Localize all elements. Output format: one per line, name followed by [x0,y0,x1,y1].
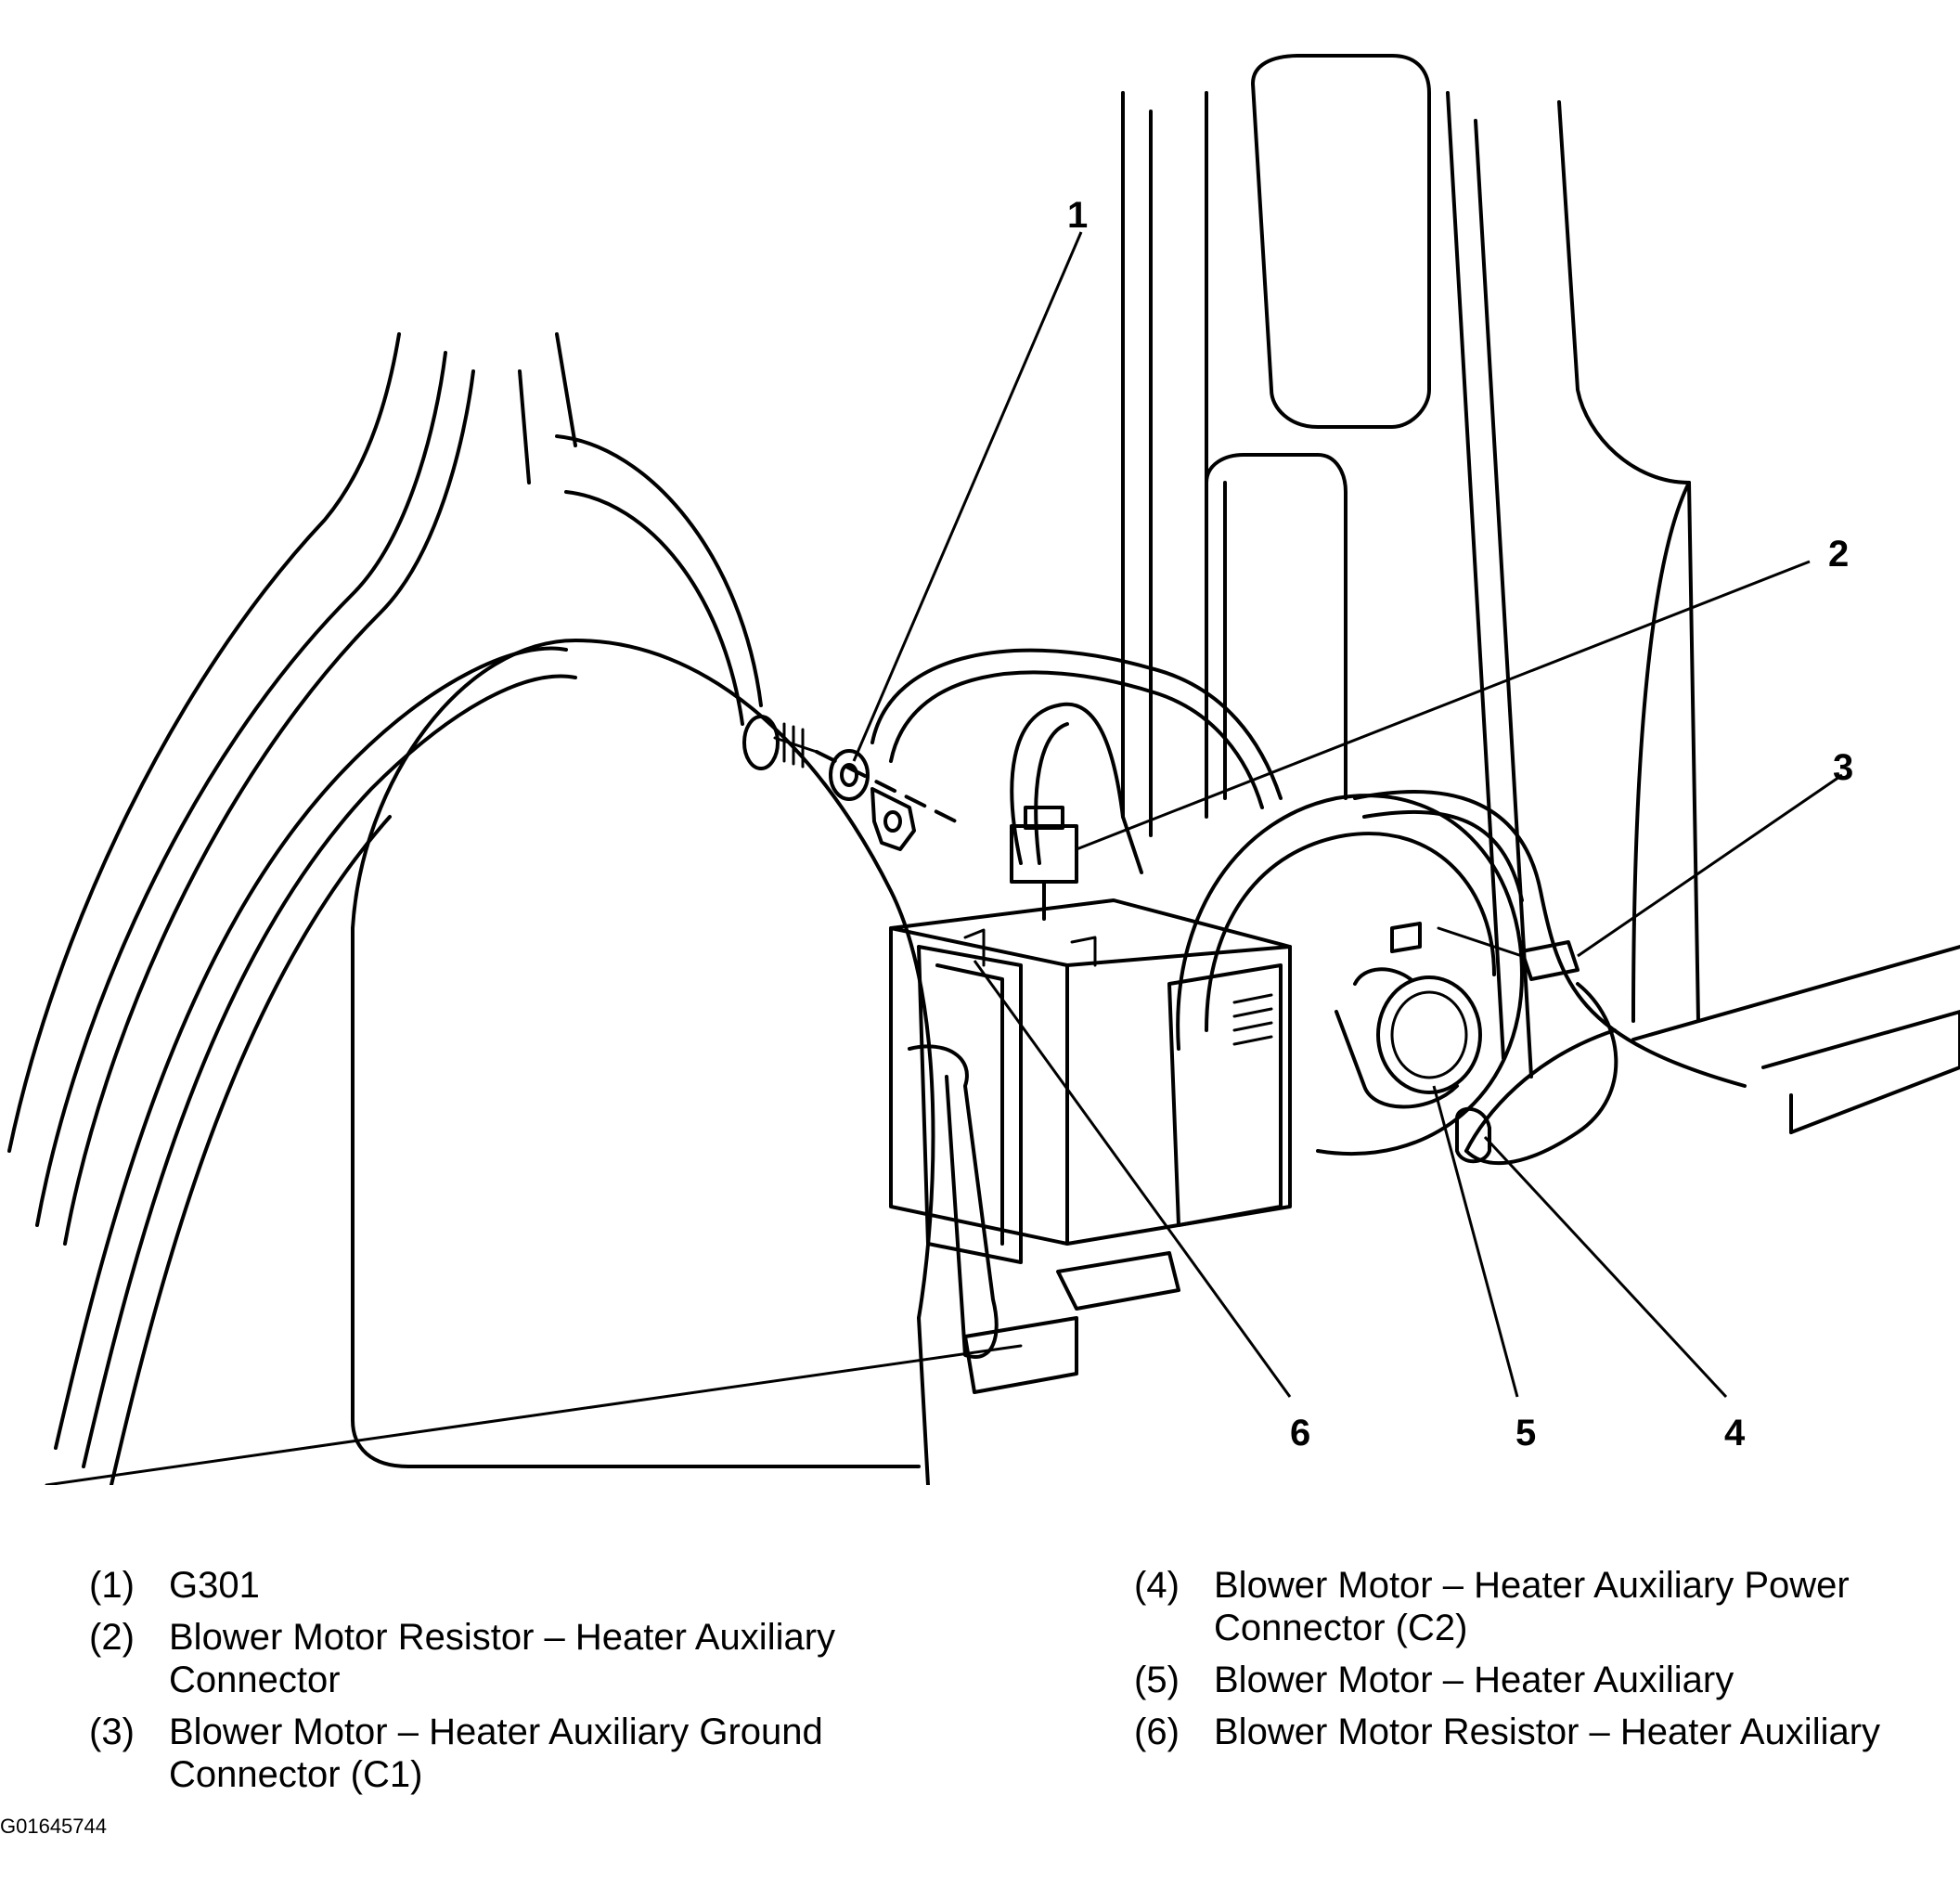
wheel-well-panel [7,332,1023,1485]
ground-connector-c1 [1437,926,1580,981]
figure-id: G01645744 [0,1815,107,1838]
power-connector-c2 [1455,1106,1491,1164]
legend-label: Blower Motor – Heater Auxiliary Ground C… [169,1712,823,1795]
legend-number: (1) [89,1565,135,1606]
legend-item: (1) G301 [89,1564,924,1607]
legend-number: (2) [89,1617,135,1658]
component-location-diagram: 1 2 3 4 5 6 [7,54,1960,1485]
callout-1: 1 [1067,195,1088,236]
callout-5: 5 [1515,1413,1536,1453]
legend-label: Blower Motor Resistor – Heater Auxiliary [1214,1712,1881,1752]
heater-core-case [889,898,1292,1394]
legend-item: (3) Blower Motor – Heater Auxiliary Grou… [89,1711,924,1796]
legend-right-column: (4) Blower Motor – Heater Auxiliary Powe… [1134,1564,1951,1763]
legend-number: (5) [1134,1660,1180,1700]
legend-label: G301 [169,1565,260,1606]
legend-item: (6) Blower Motor Resistor – Heater Auxil… [1134,1711,1951,1753]
callout-6: 6 [1290,1413,1310,1453]
legend-item: (5) Blower Motor – Heater Auxiliary [1134,1659,1951,1701]
body-pillar-panel [1121,54,1960,1134]
blower-motor [1176,794,1524,1156]
legend-number: (3) [89,1712,135,1752]
callout-4: 4 [1724,1413,1746,1453]
legend-number: (4) [1134,1565,1180,1606]
wiring-harness [870,648,1747,1166]
resistor-connector [1010,806,1078,921]
legend-left-column: (1) G301 (2) Blower Motor Resistor – Hea… [89,1564,924,1805]
legend-label: Blower Motor – Heater Auxiliary [1214,1660,1734,1700]
callout-2: 2 [1828,534,1849,575]
g301-ground-stud [742,715,967,851]
legend-number: (6) [1134,1712,1180,1752]
legend-label: Blower Motor – Heater Auxiliary Power Co… [1214,1565,1850,1648]
legend-label: Blower Motor Resistor – Heater Auxiliary… [169,1617,836,1700]
callout-3: 3 [1833,747,1853,788]
legend-item: (2) Blower Motor Resistor – Heater Auxil… [89,1616,924,1701]
callout-leaders [852,231,1843,1399]
legend-item: (4) Blower Motor – Heater Auxiliary Powe… [1134,1564,1951,1649]
